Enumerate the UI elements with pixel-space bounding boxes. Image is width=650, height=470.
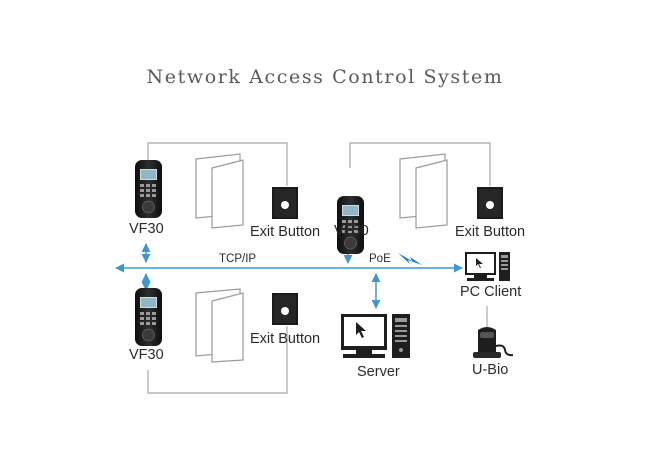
server-label: Server [357,364,400,380]
vf30-label-center: VF30 [334,223,369,239]
exit-button-icon-top-left [272,187,298,219]
pc-client-label: PC Client [460,284,521,300]
door-icon-top-left [195,153,244,229]
vf30-terminal-icon-top-left [135,160,162,218]
exit-button-label-top-right: Exit Button [455,224,525,240]
exit-button-icon-top-right [477,187,503,219]
tcp-ip-label: TCP/IP [219,253,256,265]
exit-button-label-bottom-left: Exit Button [250,331,320,347]
wire-top-left [147,142,288,186]
door-icon-top-right [399,153,448,229]
exit-button-label-top-left: Exit Button [250,224,320,240]
wiring [147,142,491,394]
vf30-terminal-icon-center [337,196,364,254]
diagram-title: Network Access Control System [146,66,504,88]
door-icon-bottom-left [195,288,244,363]
vf30-label-bottom-left: VF30 [129,347,164,363]
pc-client-icon [465,252,510,281]
wire-top-right [349,142,491,186]
poe-bolt-icon [398,253,422,265]
wire-bottom-left [147,326,288,394]
vf30-label-top-left: VF30 [129,221,164,237]
exit-button-icon-bottom-left [272,293,298,325]
server-icon [341,314,410,358]
u-bio-label: U-Bio [472,362,508,378]
u-bio-icon [473,327,514,358]
poe-label: PoE [369,253,391,265]
vf30-terminal-icon-bottom-left [135,288,162,346]
